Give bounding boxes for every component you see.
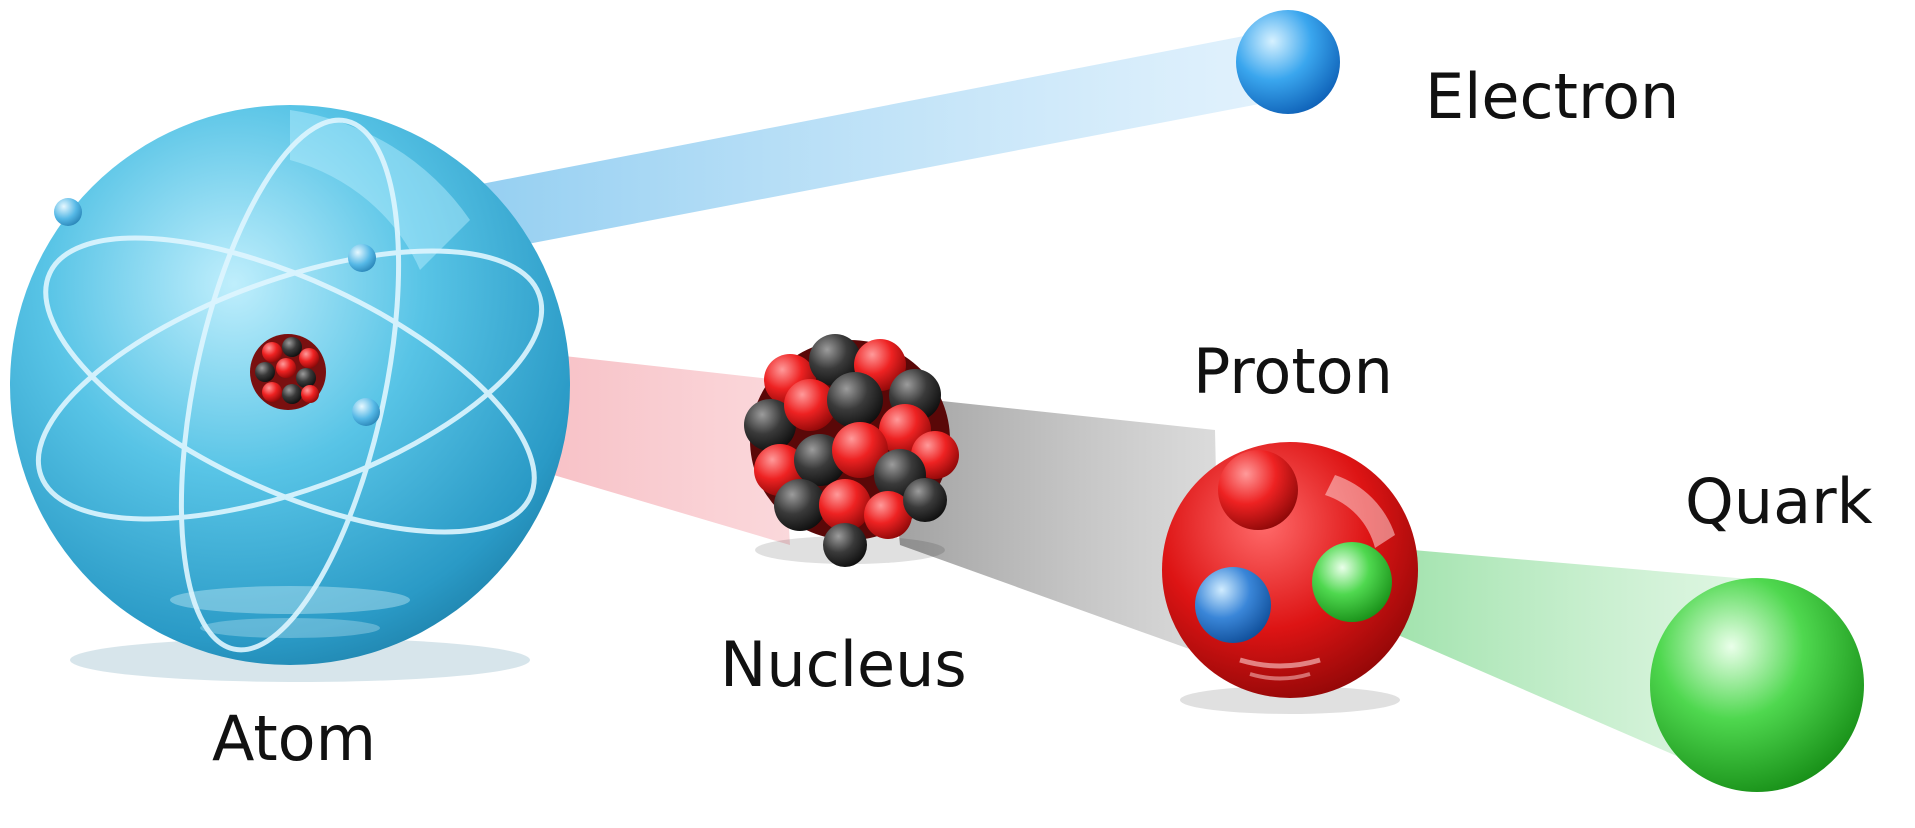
quark-sphere <box>1650 578 1864 792</box>
electron-sphere <box>1236 10 1340 114</box>
proton-sphere <box>1162 442 1418 714</box>
label-quark: Quark <box>1685 465 1873 538</box>
quark-blue <box>1195 567 1271 643</box>
label-electron: Electron <box>1425 60 1679 133</box>
orbit-3 <box>178 117 402 653</box>
atom-sphere <box>10 105 570 682</box>
orbit-electron <box>352 398 380 426</box>
label-nucleus: Nucleus <box>720 628 967 701</box>
orbit-electron <box>54 198 82 226</box>
electron-beam <box>435 30 1280 255</box>
nucleus-cluster <box>744 334 959 567</box>
label-proton: Proton <box>1193 335 1393 408</box>
orbit-1 <box>35 248 545 522</box>
orbit-2 <box>43 235 537 535</box>
atom-core <box>250 334 326 410</box>
proton-beam <box>885 395 1220 660</box>
orbit-electron <box>348 244 376 272</box>
quark-beam <box>1355 545 1760 790</box>
quark-green <box>1312 542 1392 622</box>
label-atom: Atom <box>212 702 376 775</box>
quark-red <box>1218 450 1298 530</box>
